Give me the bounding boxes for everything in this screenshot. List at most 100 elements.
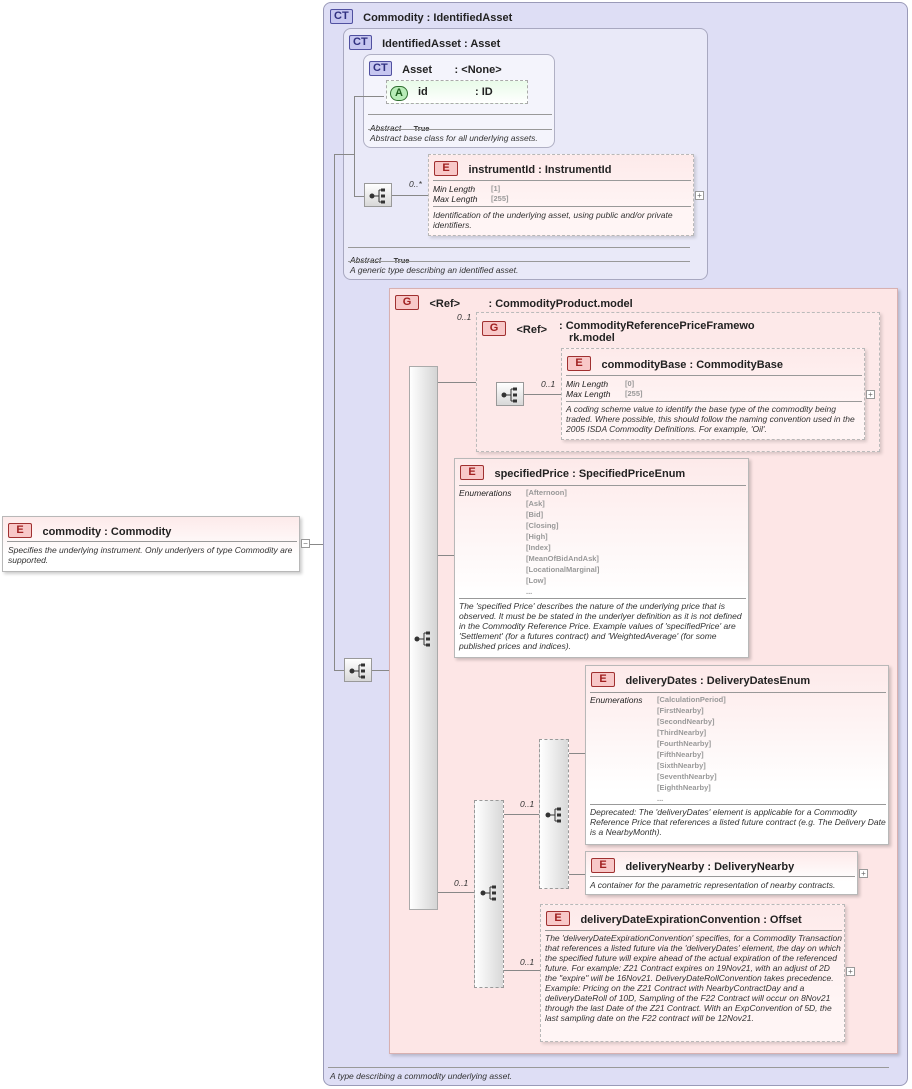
element-delivery-date-expiration-convention[interactable]: E deliveryDateExpirationConvention : Off… [540,904,845,1042]
element-description: Identification of the underlying asset, … [433,210,673,230]
enum-value: [Ask] [526,499,545,508]
element-title: deliveryDates : DeliveryDatesEnum [625,675,811,687]
max-length-label: Max Length [566,389,611,399]
sequence-icon [364,183,392,207]
max-length-value: [255] [625,389,643,398]
max-length-label: Max Length [433,194,478,204]
group-ref: <Ref> [429,298,461,310]
enum-value: [Index] [526,543,551,552]
group-title: : CommodityProduct.model [488,298,633,310]
complex-type-footer: A type describing a commodity underlying… [330,1071,513,1081]
enum-value: ... [657,794,664,803]
element-delivery-dates[interactable]: E deliveryDates : DeliveryDatesEnum Enum… [585,665,889,845]
element-badge: E [567,356,591,372]
element-badge: E [434,161,458,177]
element-title: specifiedPrice : SpecifiedPriceEnum [494,468,686,480]
abstract-value: True [413,124,430,133]
enum-value: [SecondNearby] [657,717,715,726]
element-title: instrumentId : InstrumentId [468,164,612,176]
min-length-value: [1] [491,184,501,193]
min-length-label: Min Length [566,379,609,389]
element-description: Deprecated: The 'deliveryDates' element … [590,807,886,837]
root-element-commodity[interactable]: E commodity : Commodity Specifies the un… [2,516,300,572]
choice-bar [409,366,438,910]
complex-type-title: IdentifiedAsset : Asset [382,38,501,50]
attribute-type: : ID [475,86,493,98]
complex-type-badge: CT [349,35,372,51]
element-badge: E [546,911,570,927]
occurrence-label: 0..1 [454,878,469,888]
element-delivery-nearby[interactable]: E deliveryNearby : DeliveryNearby A cont… [585,851,858,895]
abstract-label: Abstract [350,255,382,265]
min-length-value: [0] [625,379,635,388]
element-description: The 'deliveryDateExpirationConvention' s… [545,933,842,1023]
element-badge: E [8,523,32,539]
abstract-label: Abstract [370,123,402,133]
enum-value: [Low] [526,576,546,585]
element-description: A container for the parametric represent… [590,880,836,890]
enum-value: [MeanOfBidAndAsk] [526,554,599,563]
enum-value: [Closing] [526,521,559,530]
expand-icon[interactable]: + [866,390,875,399]
element-title: commodity : Commodity [42,526,172,538]
sequence-icon [344,658,372,682]
min-length-label: Min Length [433,184,476,194]
element-description: Specifies the underlying instrument. Onl… [8,545,293,565]
element-specified-price[interactable]: E specifiedPrice : SpecifiedPriceEnum En… [454,458,749,658]
enum-value: [FifthNearby] [657,750,704,759]
occurrence-label: 0..1 [520,799,535,809]
enum-value: [SeventhNearby] [657,772,717,781]
enumerations-label: Enumerations [590,695,643,705]
complex-type-title: Asset [402,64,433,76]
expand-icon[interactable]: + [846,967,855,976]
complex-type-badge: CT [330,9,353,25]
complex-type-description: Abstract base class for all underlying a… [370,133,538,143]
enum-value: [High] [526,532,548,541]
enumeration-list: [CalculationPeriod] [FirstNearby] [Secon… [657,694,726,804]
occurrence-label: 0..1 [541,379,556,389]
expand-icon[interactable]: + [859,869,868,878]
complex-type-asset: CT Asset : <None> A id : ID Abstract Tru… [363,54,555,148]
attribute-badge: A [390,86,408,101]
group-badge: G [482,321,506,337]
element-title: deliveryNearby : DeliveryNearby [625,861,795,873]
element-title: deliveryDateExpirationConvention : Offse… [580,914,802,926]
abstract-value: True [393,256,410,265]
enum-value: [CalculationPeriod] [657,695,726,704]
enum-value: [LocationalMarginal] [526,565,600,574]
enum-value: [ThirdNearby] [657,728,707,737]
complex-type-description: A generic type describing an identified … [350,265,519,275]
enum-value: ... [526,587,533,596]
occurrence-label: 0..1 [520,957,535,967]
occurrence-label: 0..* [409,179,422,189]
expand-icon[interactable]: + [695,191,704,200]
element-description: A coding scheme value to identify the ba… [566,404,855,434]
element-description: The 'specified Price' describes the natu… [459,601,742,651]
enum-value: [Bid] [526,510,544,519]
choice-bar [474,800,504,988]
occurrence-label: 0..1 [457,312,472,322]
enumerations-label: Enumerations [459,488,512,498]
group-title-line2: rk.model [569,332,615,344]
element-badge: E [591,858,615,874]
enum-value: [FirstNearby] [657,706,704,715]
collapse-icon[interactable]: − [301,539,310,548]
enum-value: [FourthNearby] [657,739,712,748]
element-instrument-id[interactable]: E instrumentId : InstrumentId Min Length… [428,154,694,236]
enum-value: [EighthNearby] [657,783,711,792]
group-ref: <Ref> [516,324,548,336]
element-badge: E [460,465,484,481]
enum-value: [SixthNearby] [657,761,706,770]
attribute-name: id [418,86,428,98]
group-title-line1: : CommodityReferencePriceFramewo [559,320,755,332]
element-commodity-base[interactable]: E commodityBase : CommodityBase Min Leng… [561,348,865,440]
complex-type-badge: CT [369,61,392,77]
enum-value: [Afternoon] [526,488,567,497]
max-length-value: [255] [491,194,509,203]
enumeration-list: [Afternoon] [Ask] [Bid] [Closing] [High]… [526,487,599,597]
group-badge: G [395,295,419,311]
element-title: commodityBase : CommodityBase [601,359,783,371]
complex-type-base: : <None> [454,64,502,76]
attribute-id[interactable]: A id : ID [386,80,528,104]
sequence-icon [496,382,524,406]
